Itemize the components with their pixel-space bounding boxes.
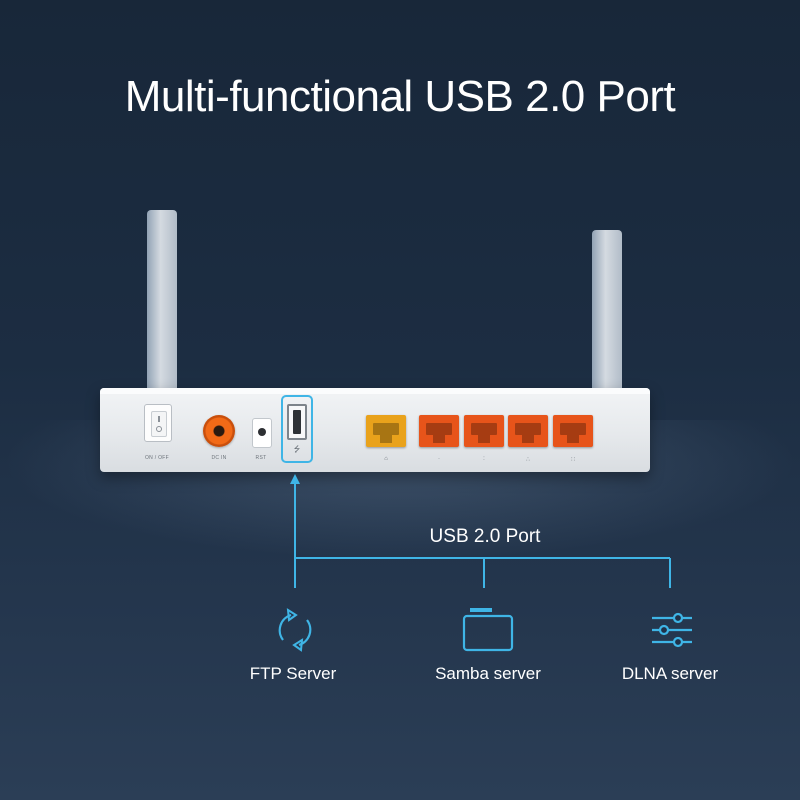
sliders-network-icon xyxy=(652,612,692,648)
lan-port-slot xyxy=(426,423,452,435)
lan-port-2[interactable] xyxy=(464,415,504,447)
lan-port-3[interactable] xyxy=(508,415,548,447)
lan-port-1[interactable] xyxy=(419,415,459,447)
lan-port-3-mark: ∴ xyxy=(526,457,530,463)
usb-port-highlight xyxy=(281,395,313,463)
lan-port-1-mark: · xyxy=(438,456,440,462)
usb-pointer-arrow xyxy=(290,474,300,484)
page-title: Multi-functional USB 2.0 Port xyxy=(124,72,676,121)
usb-port[interactable] xyxy=(287,404,307,440)
usb-icon: ⭍ xyxy=(293,445,301,454)
samba-server-label: Samba server xyxy=(435,664,541,683)
antenna-left xyxy=(147,210,177,390)
antenna-right xyxy=(592,230,622,390)
refresh-cycle-icon xyxy=(278,608,312,652)
wan-port-tab xyxy=(380,435,392,443)
power-switch-knob xyxy=(151,411,167,437)
lan-port-tab xyxy=(567,435,579,443)
power-switch[interactable] xyxy=(144,404,172,442)
reset-button[interactable] xyxy=(252,418,272,448)
router-back-panel: ON / OFF DC IN RST ⭍ ⌂ · : ∴ ∷ xyxy=(100,388,650,472)
wan-port-slot xyxy=(373,423,399,435)
lan-port-2-mark: : xyxy=(483,456,485,462)
dc-power-port xyxy=(203,415,235,447)
lan-port-tab xyxy=(478,435,490,443)
lan-port-4[interactable] xyxy=(553,415,593,447)
dc-port-label: DC IN xyxy=(211,455,227,461)
ftp-server-label: FTP Server xyxy=(249,664,337,683)
lan-port-tab xyxy=(433,435,445,443)
lan-port-slot xyxy=(515,423,541,435)
dlna-server-label: DLNA server xyxy=(621,664,719,683)
lan-port-slot xyxy=(560,423,586,435)
lan-port-4-mark: ∷ xyxy=(571,457,575,463)
wan-port-mark: ⌂ xyxy=(384,456,388,462)
folder-drive-icon xyxy=(462,608,514,652)
reset-label: RST xyxy=(255,455,267,461)
usb-port-callout-title: USB 2.0 Port xyxy=(429,526,541,547)
lan-port-tab xyxy=(522,435,534,443)
router-top-edge xyxy=(100,388,650,394)
wan-port[interactable] xyxy=(366,415,406,447)
power-switch-label: ON / OFF xyxy=(144,455,170,461)
lan-port-slot xyxy=(471,423,497,435)
